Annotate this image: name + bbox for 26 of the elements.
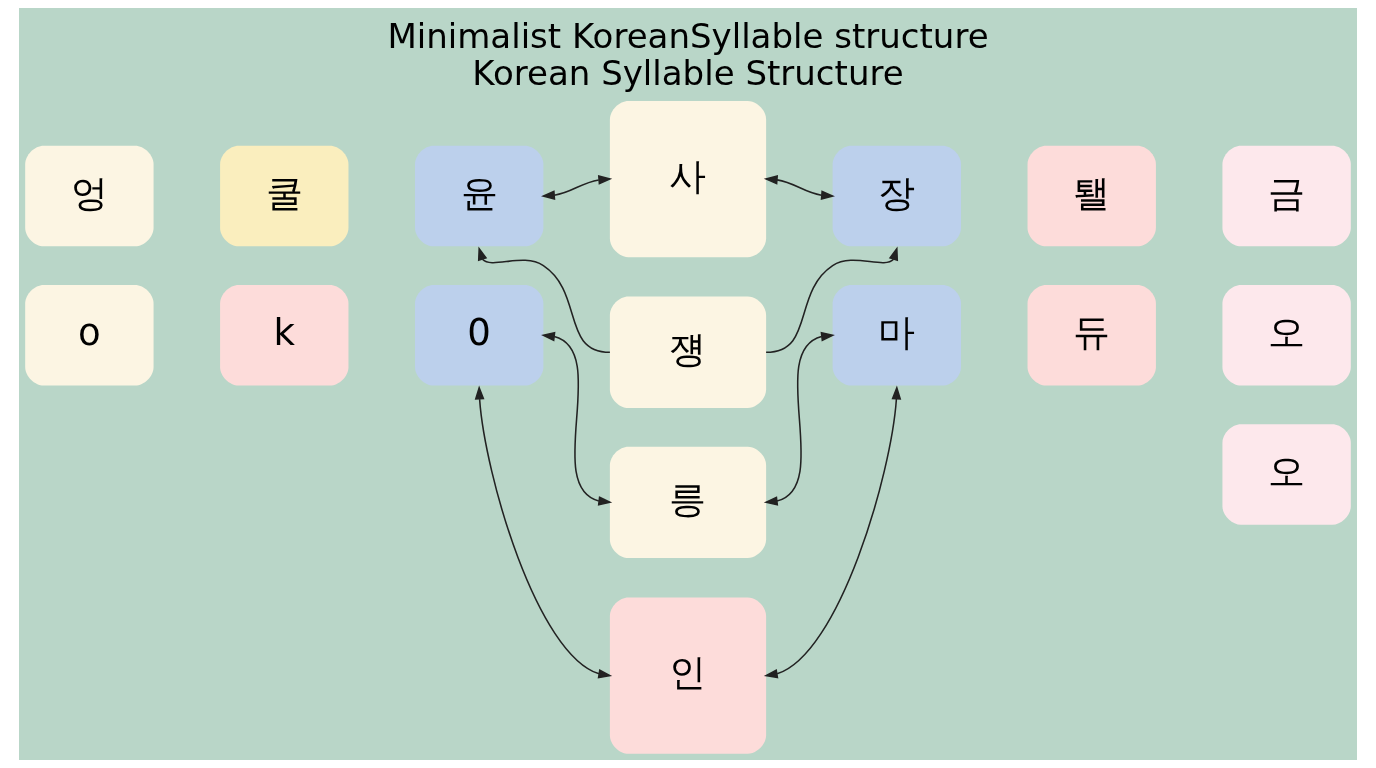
node-box: 사	[609, 100, 767, 258]
node-box: 듀	[1027, 285, 1156, 386]
arrow	[763, 385, 902, 679]
arrow	[541, 175, 613, 201]
node-box: 쟹	[609, 296, 767, 408]
arrow	[541, 331, 613, 506]
arrow	[765, 246, 899, 354]
node-box: 릉	[609, 446, 767, 558]
arrow	[763, 331, 835, 506]
node-box: 윤	[415, 145, 544, 247]
node-box: o	[25, 285, 154, 386]
node-box: 마	[832, 285, 961, 386]
node-box: 쿨	[220, 145, 349, 247]
node-box: 엉	[25, 145, 154, 247]
node-box: 오	[1222, 285, 1351, 386]
node-box: 0	[415, 285, 544, 386]
node-box: 오	[1222, 424, 1351, 525]
node-box: 인	[609, 597, 767, 754]
diagram-title: Minimalist KoreanSyllable structure	[387, 15, 989, 56]
node-box: 장	[832, 145, 961, 247]
arrow	[474, 385, 613, 679]
arrow	[763, 175, 835, 201]
node-box: k	[220, 285, 349, 386]
node-box: 금	[1222, 145, 1351, 247]
arrow	[477, 246, 611, 354]
node-box: 퇠	[1027, 145, 1156, 247]
